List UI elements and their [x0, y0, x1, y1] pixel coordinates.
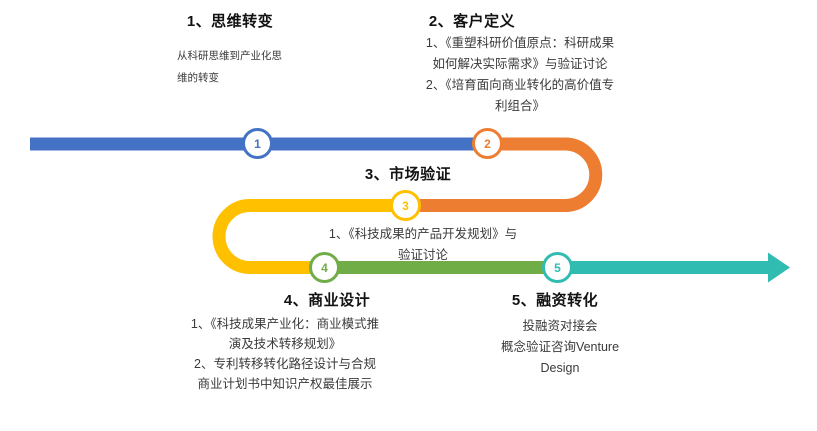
step-4-description: 1、《科技成果产业化：商业模式推 演及技术转移规划》 2、专利转移转化路径设计与…	[190, 317, 380, 391]
arrow-head-icon	[768, 252, 790, 283]
step-1-marker: 1	[242, 128, 273, 159]
step-1-number: 1	[254, 136, 261, 151]
step-5-heading: 5、融资转化	[511, 292, 599, 309]
step-5-marker: 5	[542, 252, 573, 283]
step-5-number: 5	[554, 260, 561, 275]
path-segment-step2	[406, 137, 603, 212]
step-3-description: 1、《科技成果的产品开发规划》与 验证讨论	[328, 227, 518, 262]
step-2-description: 1、《重塑科研价值原点：科研成果 如何解决实际需求》与验证讨论 2、《培育面向商…	[425, 36, 615, 113]
step-4-number: 4	[321, 260, 328, 275]
path-segment-step3	[212, 199, 406, 274]
step-3-heading: 3、市场验证	[364, 166, 452, 183]
step-3-marker: 3	[390, 190, 421, 221]
step-2-number: 2	[484, 136, 491, 151]
step-5-description: 投融资对接会 概念验证咨询Venture Design	[500, 319, 620, 375]
step-4-marker: 4	[309, 252, 340, 283]
step-3-number: 3	[402, 198, 409, 213]
step-2-marker: 2	[472, 128, 503, 159]
step-1-heading: 1、思维转变	[186, 13, 274, 30]
step-2-heading: 2、客户定义	[428, 13, 516, 30]
step-1-description: 从科研思维到产业化思 维的转变	[177, 50, 282, 84]
step-4-heading: 4、商业设计	[283, 292, 371, 309]
